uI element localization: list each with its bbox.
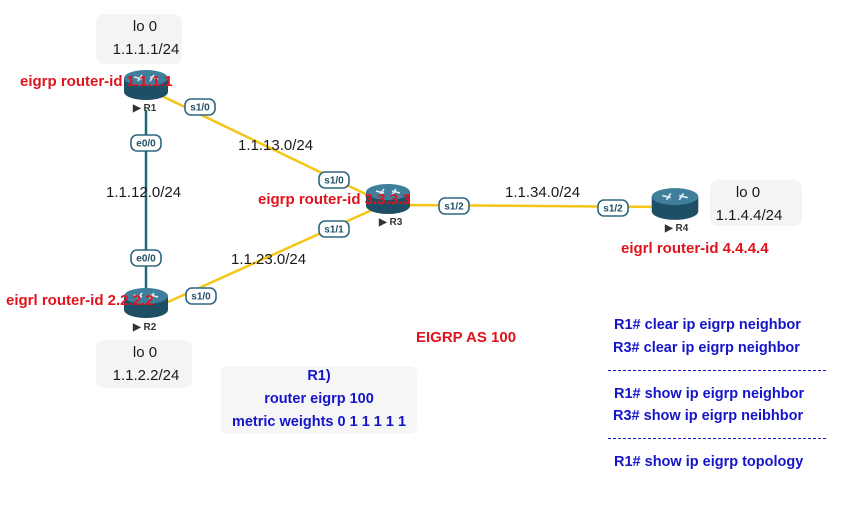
r4-loopback-box bbox=[710, 180, 802, 226]
config-box: R1) router eigrp 100 metric weights 0 1 … bbox=[221, 366, 417, 434]
iface-text: s1/2 bbox=[444, 202, 464, 213]
router-icon bbox=[366, 184, 410, 214]
r1-name-tag: ▶ R1 bbox=[133, 103, 156, 114]
config-line-2: metric weights 0 1 1 1 1 1 bbox=[231, 414, 407, 430]
iface-badge-r3-s10: s1/0 bbox=[318, 171, 350, 189]
r1-loopback-ip: 1.1.1.1/24 bbox=[112, 41, 180, 58]
router-r3[interactable] bbox=[364, 182, 412, 216]
iface-badge-r1-s10: s1/0 bbox=[184, 98, 216, 116]
command-show-topology: R1# show ip eigrp topology bbox=[614, 454, 804, 470]
subnet-label-r3-r4: 1.1.34.0/24 bbox=[505, 184, 581, 201]
play-triangle-icon: ▶ bbox=[665, 223, 673, 234]
iface-badge-r3-s11: s1/1 bbox=[318, 220, 350, 238]
r3-router-id-label: eigrp router-id 3.3.3.3 bbox=[258, 191, 411, 208]
iface-text: e0/0 bbox=[136, 139, 156, 150]
router-icon bbox=[124, 288, 168, 318]
iface-badge-r2-e00: e0/0 bbox=[130, 249, 162, 267]
r2-name: R2 bbox=[143, 322, 157, 333]
play-triangle-icon: ▶ bbox=[133, 322, 141, 333]
command-show-neighbor-r1: R1# show ip eigrp neighbor bbox=[614, 386, 805, 402]
iface-text: s1/0 bbox=[190, 103, 210, 114]
iface-badge-r3-s12: s1/2 bbox=[438, 197, 470, 215]
iface-badge-r1-e00: e0/0 bbox=[130, 134, 162, 152]
command-separator-2 bbox=[608, 438, 826, 439]
subnet-label-r1-r3: 1.1.13.0/24 bbox=[238, 137, 314, 154]
r2-loopback-label: lo 0 bbox=[132, 344, 158, 361]
r4-name: R4 bbox=[675, 223, 689, 234]
r4-loopback-label: lo 0 bbox=[735, 184, 761, 201]
r4-router-id-label: eigrl router-id 4.4.4.4 bbox=[621, 240, 769, 257]
router-r1[interactable] bbox=[122, 68, 170, 102]
r1-loopback-label: lo 0 bbox=[132, 18, 158, 35]
subnet-label-r2-r3: 1.1.23.0/24 bbox=[231, 251, 307, 268]
r2-name-tag: ▶ R2 bbox=[133, 322, 156, 333]
config-title: R1) bbox=[307, 368, 331, 384]
r1-router-id-label: eigrp router-id 1.1.1.1 bbox=[20, 73, 173, 90]
r1-name: R1 bbox=[143, 103, 157, 114]
play-triangle-icon: ▶ bbox=[133, 103, 141, 114]
r4-loopback-ip: 1.1.4.4/24 bbox=[715, 207, 783, 224]
iface-text: s1/0 bbox=[324, 176, 344, 187]
command-show-neighbor-r3: R3# show ip eigrp neibhbor bbox=[613, 408, 804, 424]
r4-name-tag: ▶ R4 bbox=[665, 223, 688, 234]
play-triangle-icon: ▶ bbox=[379, 217, 387, 228]
iface-text: s1/1 bbox=[324, 225, 344, 236]
iface-text: e0/0 bbox=[136, 254, 156, 265]
iface-text: s1/2 bbox=[603, 204, 623, 215]
subnet-label-r1-r2: 1.1.12.0/24 bbox=[106, 184, 182, 201]
r2-loopback-ip: 1.1.2.2/24 bbox=[112, 367, 180, 384]
iface-badge-r4-s12: s1/2 bbox=[597, 199, 629, 217]
r2-loopback-box bbox=[96, 340, 192, 388]
router-r2[interactable] bbox=[122, 286, 170, 320]
r1-loopback-box bbox=[96, 14, 182, 64]
config-line-1: router eigrp 100 bbox=[264, 391, 374, 407]
command-separator-1 bbox=[608, 370, 826, 371]
r3-name-tag: ▶ R3 bbox=[379, 217, 402, 228]
iface-text: s1/0 bbox=[191, 292, 211, 303]
router-icon bbox=[124, 70, 168, 100]
r3-name: R3 bbox=[389, 217, 403, 228]
router-icon bbox=[651, 188, 699, 220]
router-r4[interactable] bbox=[648, 186, 702, 222]
command-clear-r3: R3# clear ip eigrp neighbor bbox=[613, 340, 800, 356]
command-clear-r1: R1# clear ip eigrp neighbor bbox=[614, 317, 801, 333]
as-label: EIGRP AS 100 bbox=[416, 329, 517, 346]
r2-router-id-label: eigrl router-id 2.2.2.2 bbox=[6, 292, 154, 309]
iface-badge-r2-s10: s1/0 bbox=[185, 287, 217, 305]
